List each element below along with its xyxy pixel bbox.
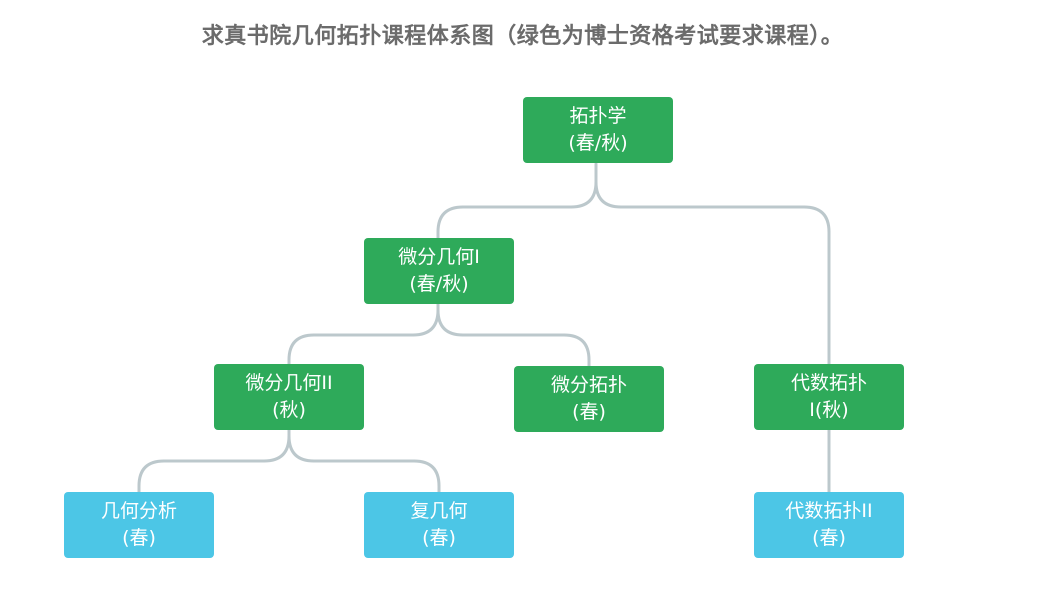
node-geometric-analysis-term: (春) (122, 527, 156, 549)
node-differential-topology-name: 微分拓扑 (550, 374, 627, 396)
edge-diffgeom1-difftop (436, 308, 591, 368)
node-differential-geometry-1: 微分几何I (春/秋) (364, 238, 514, 304)
node-topology: 拓扑学 (春/秋) (523, 97, 673, 163)
node-geometric-analysis-name: 几何分析 (100, 500, 177, 522)
edge-topology-algtop1 (594, 180, 831, 366)
node-algebraic-topology-1-term: I(秋) (809, 399, 849, 421)
node-algebraic-topology-1-name: 代数拓扑 (790, 372, 867, 394)
node-differential-geometry-1-term: (春/秋) (409, 273, 469, 295)
node-complex-geometry: 复几何 (春) (364, 492, 514, 558)
node-algebraic-topology-1: 代数拓扑 I(秋) (754, 364, 904, 430)
node-differential-geometry-2-name: 微分几何II (245, 372, 333, 394)
node-differential-geometry-2: 微分几何II (秋) (214, 364, 364, 430)
node-algebraic-topology-2: 代数拓扑II (春) (754, 492, 904, 558)
node-differential-topology-term: (春) (572, 401, 606, 423)
node-complex-geometry-name: 复几何 (410, 500, 468, 522)
node-topology-name: 拓扑学 (569, 105, 627, 127)
node-differential-topology: 微分拓扑 (春) (514, 366, 664, 432)
node-geometric-analysis: 几何分析 (春) (64, 492, 214, 558)
edge-diffgeom2-geomanalysis (137, 428, 291, 494)
edge-topology-diffgeom1 (436, 162, 598, 242)
edge-diffgeom2-complexgeom (287, 434, 441, 494)
node-differential-geometry-1-name: 微分几何I (398, 246, 480, 268)
node-topology-term: (春/秋) (568, 132, 628, 154)
node-algebraic-topology-2-term: (春) (812, 527, 846, 549)
node-differential-geometry-2-term: (秋) (272, 399, 306, 421)
edge-diffgeom1-diffgeom2 (287, 302, 440, 368)
node-complex-geometry-term: (春) (422, 527, 456, 549)
diagram-title: 求真书院几何拓扑课程体系图（绿色为博士资格考试要求课程）。 (201, 24, 844, 49)
node-algebraic-topology-2-name: 代数拓扑II (785, 500, 873, 522)
